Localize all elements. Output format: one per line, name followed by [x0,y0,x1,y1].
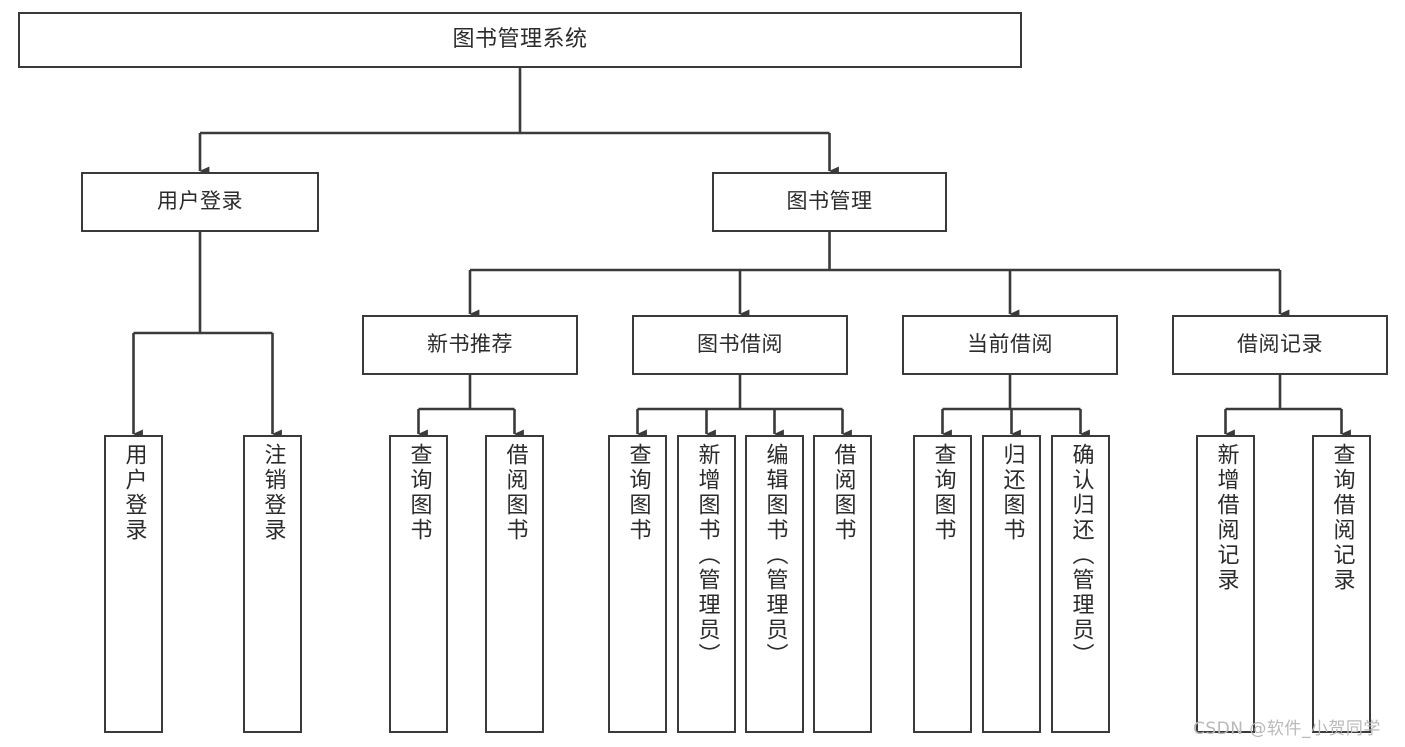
node-new-book-rec[interactable]: 新书推荐 [362,315,578,375]
node-label-leaf-query-book: 查询图书 [625,443,651,543]
node-root[interactable]: 图书管理系统 [18,12,1022,68]
node-label-root: 图书管理系统 [452,26,588,52]
node-label-user-login: 用户登录 [157,189,243,214]
node-label-current-borrow: 当前借阅 [967,332,1053,357]
node-label-leaf-query-book-cur: 查询图书 [930,443,956,543]
node-book-manage[interactable]: 图书管理 [712,172,947,232]
node-leaf-query-book-rec[interactable]: 查询图书 [389,435,448,733]
node-label-book-borrow: 图书借阅 [697,332,783,357]
node-leaf-borrow-book-rec[interactable]: 借阅图书 [485,435,544,733]
node-leaf-add-record[interactable]: 新增借阅记录 [1196,435,1255,733]
node-current-borrow[interactable]: 当前借阅 [902,315,1118,375]
node-label-leaf-user-logout: 注销登录 [260,443,286,543]
node-label-leaf-query-record: 查询借阅记录 [1329,443,1355,593]
node-user-login[interactable]: 用户登录 [81,172,319,232]
node-leaf-query-book-cur[interactable]: 查询图书 [913,435,972,733]
node-label-leaf-query-book-rec: 查询图书 [406,443,432,543]
node-label-leaf-user-login: 用户登录 [121,443,147,543]
node-label-leaf-add-record: 新增借阅记录 [1213,443,1239,593]
node-label-leaf-confirm-return: 确认归还（管理员） [1068,443,1094,668]
node-label-leaf-borrow-book-rec: 借阅图书 [502,443,528,543]
node-leaf-query-book[interactable]: 查询图书 [608,435,667,733]
node-borrow-record[interactable]: 借阅记录 [1172,315,1388,375]
node-book-borrow[interactable]: 图书借阅 [632,315,848,375]
node-label-new-book-rec: 新书推荐 [427,332,513,357]
node-leaf-user-login[interactable]: 用户登录 [104,435,163,733]
node-leaf-query-record[interactable]: 查询借阅记录 [1312,435,1371,733]
csdn-watermark: CSDN @软件_小贺同学 [1193,719,1381,739]
node-label-leaf-borrow-book: 借阅图书 [830,443,856,543]
node-label-borrow-record: 借阅记录 [1237,332,1323,357]
node-label-book-manage: 图书管理 [786,189,873,214]
node-leaf-edit-book[interactable]: 编辑图书（管理员） [745,435,804,733]
node-label-leaf-add-book: 新增图书（管理员） [694,443,720,668]
node-leaf-return-book[interactable]: 归还图书 [982,435,1041,733]
node-leaf-add-book[interactable]: 新增图书（管理员） [677,435,736,733]
node-label-leaf-return-book: 归还图书 [999,443,1025,543]
node-leaf-user-logout[interactable]: 注销登录 [243,435,302,733]
node-leaf-borrow-book[interactable]: 借阅图书 [813,435,872,733]
node-label-leaf-edit-book: 编辑图书（管理员） [762,443,788,668]
node-leaf-confirm-return[interactable]: 确认归还（管理员） [1051,435,1110,733]
